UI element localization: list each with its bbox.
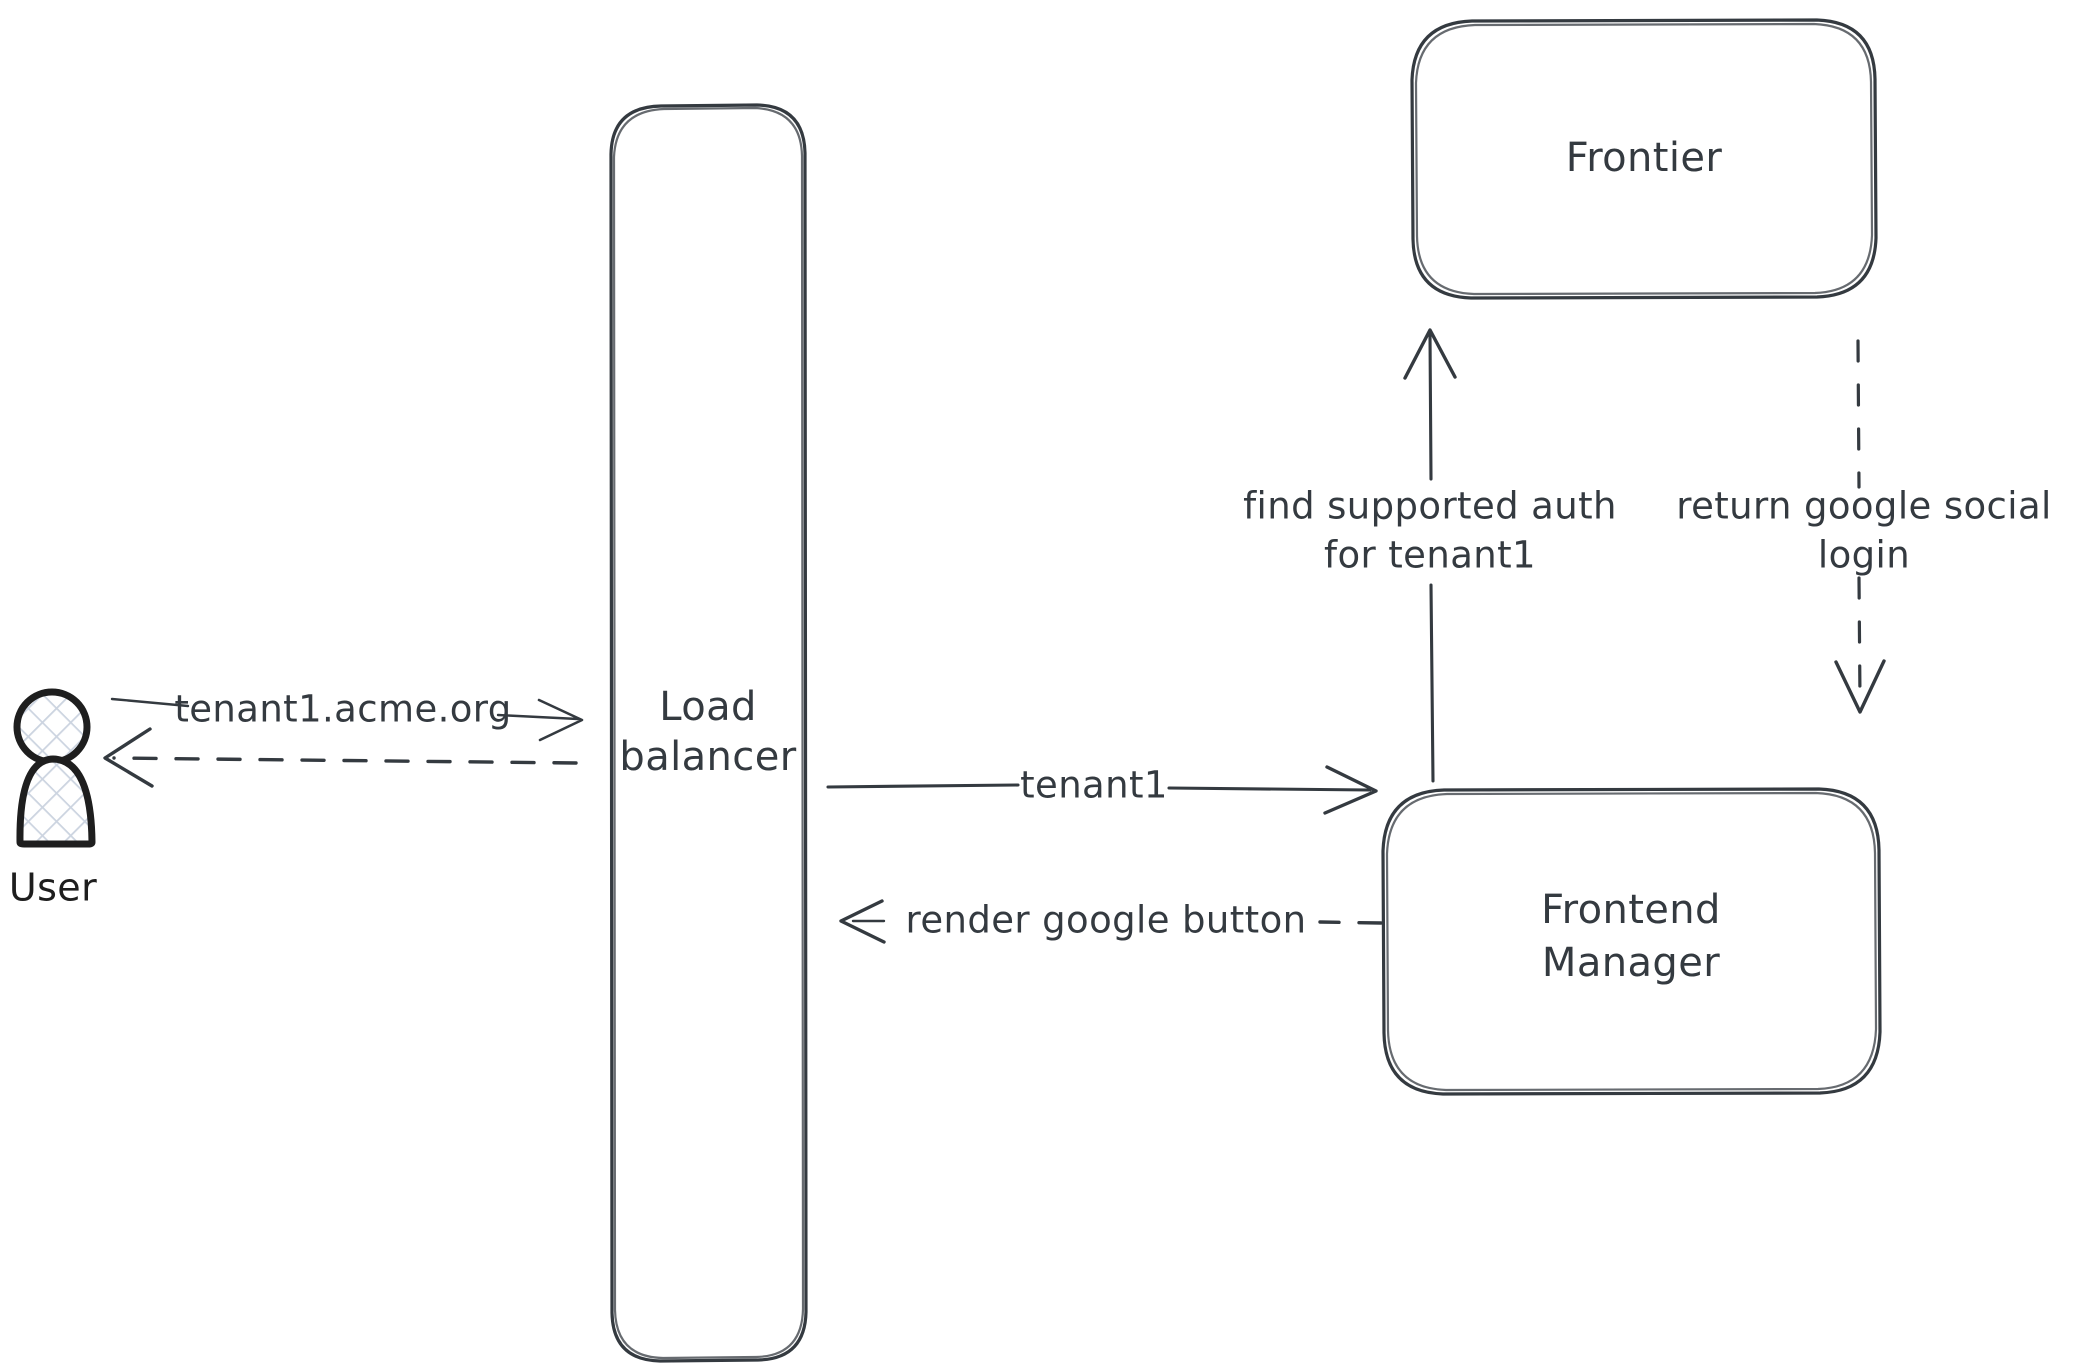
edge-frontend-manager-to-frontier[interactable]: find supported auth for tenant1 [1243,328,1617,783]
node-load-balancer[interactable]: Load balancer [609,103,808,1363]
edge-user-to-load-balancer[interactable]: tenant1.acme.org [110,688,584,742]
load-balancer-label-line2: balancer [619,734,796,780]
edge-frontier-to-frontend-manager[interactable]: return google social login [1676,339,2051,714]
user-head-icon [13,688,91,766]
edge-frontend-manager-to-load-balancer[interactable]: render google button [839,899,1383,944]
edge-label-render-google-button: render google button [906,899,1307,942]
edge-label-return-google-social-line1: return google social [1676,485,2051,528]
edge-label-find-supported-auth-line1: find supported auth [1243,485,1617,528]
edge-label-tenant1-acme-org: tenant1.acme.org [174,688,511,731]
frontend-manager-label-line1: Frontend [1541,887,1721,933]
edge-label-tenant1: tenant1 [1020,764,1168,807]
user-label: User [9,866,97,910]
frontend-manager-label-line2: Manager [1542,940,1720,986]
edge-load-balancer-to-frontend-manager[interactable]: tenant1 [826,764,1378,815]
edge-load-balancer-to-user[interactable] [103,727,578,788]
edge-label-return-google-social-line2: login [1818,534,1910,577]
node-frontend-manager[interactable]: Frontend Manager [1381,787,1882,1096]
frontier-label: Frontier [1566,135,1723,181]
edge-label-find-supported-auth-line2: for tenant1 [1324,534,1536,577]
load-balancer-label-line1: Load [659,684,757,730]
node-frontier[interactable]: Frontier [1410,18,1878,300]
user-body-icon [16,755,96,848]
node-user[interactable]: User [9,688,97,910]
